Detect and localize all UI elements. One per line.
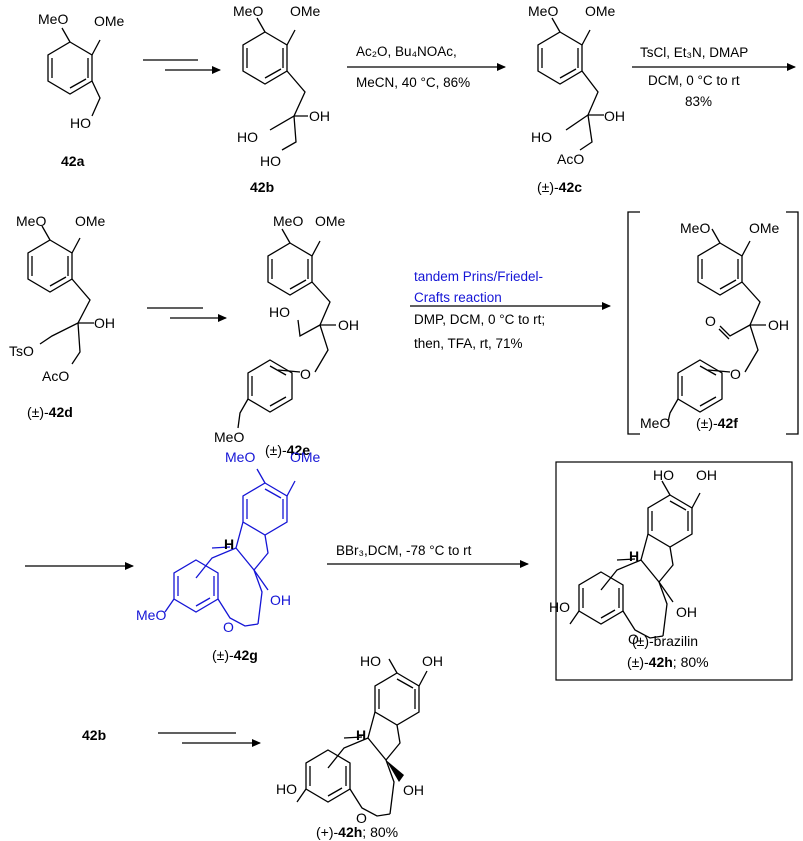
- atom-label: O: [300, 366, 311, 382]
- atom-label: H: [224, 536, 234, 552]
- compound-42h-plus: HO OH H OH O HO (+)-42h; 80%: [276, 653, 443, 840]
- atom-label: MeO: [214, 429, 244, 445]
- atom-label: OH: [403, 782, 424, 798]
- atom-label: HO: [70, 115, 91, 131]
- atom-label: OH: [270, 592, 291, 608]
- reagent-text: BBr₃,DCM, -78 °C to rt: [336, 543, 472, 558]
- compound-42d: MeO OMe OH TsO AcO (±)-42d: [9, 213, 115, 420]
- compound-label-42a: 42a: [61, 153, 85, 169]
- atom-label: MeO: [136, 607, 166, 623]
- atom-label: H: [629, 548, 639, 564]
- atom-label: OH: [338, 317, 359, 333]
- reagent-text: MeCN, 40 °C, 86%: [356, 75, 470, 90]
- reaction-name: tandem Prins/Friedel-: [414, 269, 543, 284]
- compound-label-42b-start: 42b: [82, 727, 106, 743]
- atom-label: OH: [676, 604, 697, 620]
- atom-label: HO: [276, 781, 297, 797]
- atom-label: MeO: [225, 449, 255, 465]
- atom-label: OH: [94, 315, 115, 331]
- reagent-text: then, TFA, rt, 71%: [414, 336, 523, 351]
- atom-label: HO: [237, 129, 258, 145]
- atom-label: OMe: [315, 213, 346, 229]
- reaction-arrow-1: [143, 59, 221, 74]
- compound-label-42b: 42b: [250, 179, 274, 195]
- atom-label: MeO: [640, 415, 670, 431]
- reaction-arrow-3: TsCl, Et₃N, DMAP DCM, 0 °C to rt 83%: [632, 45, 796, 109]
- atom-label: MeO: [273, 213, 303, 229]
- reaction-arrow-2: Ac₂O, Bu₄NOAc, MeCN, 40 °C, 86%: [347, 44, 506, 90]
- atom-label: HO: [653, 467, 674, 483]
- atom-label: MeO: [680, 220, 710, 236]
- atom-label: AcO: [42, 368, 69, 384]
- compound-brazilin: HO OH H OH O HO (±)-brazilin (±)-42h; 80…: [549, 461, 793, 681]
- atom-label: OMe: [585, 3, 616, 19]
- highlight-box: [555, 461, 793, 681]
- atom-label: MeO: [528, 3, 558, 19]
- compound-label-42h-plus: (+)-42h; 80%: [316, 824, 398, 840]
- compound-42b: MeO OMe OH HO HO 42b: [233, 3, 330, 195]
- atom-label: OH: [604, 108, 625, 124]
- atom-label: OH: [696, 467, 717, 483]
- atom-label: O: [356, 810, 367, 826]
- reagent-text: Ac₂O, Bu₄NOAc,: [356, 44, 457, 59]
- compound-42f: MeO OMe OH O O MeO (±)-42f: [627, 211, 799, 435]
- bottom-route: 42b: [82, 727, 261, 747]
- compound-label-42f: (±)-42f: [696, 415, 738, 431]
- right-bracket: [786, 211, 799, 435]
- atom-label: MeO: [233, 3, 263, 19]
- atom-label: HO: [360, 653, 381, 669]
- compound-42g: MeO OMe H OH O MeO (±)-42g: [136, 449, 321, 663]
- compound-label-42e: (±)-42e: [265, 442, 310, 458]
- atom-label: H: [356, 727, 366, 743]
- reagent-text: DMP, DCM, 0 °C to rt;: [414, 312, 545, 327]
- atom-label: TsO: [9, 343, 34, 359]
- atom-label: HO: [549, 599, 570, 615]
- atom-label: HO: [269, 304, 290, 320]
- compound-label-42h: (±)-42h; 80%: [627, 654, 709, 670]
- atom-label: O: [730, 366, 741, 382]
- atom-label: OMe: [290, 449, 321, 465]
- atom-label: HO: [260, 153, 281, 169]
- compound-42e: MeO OMe OH HO O MeO (±)-42e: [214, 213, 359, 458]
- atom-label: MeO: [38, 11, 68, 27]
- atom-label: OMe: [290, 3, 321, 19]
- atom-label: OMe: [749, 220, 780, 236]
- atom-label: AcO: [557, 151, 584, 167]
- atom-label: OH: [309, 108, 330, 124]
- reaction-arrow-5: tandem Prins/Friedel- Crafts reaction DM…: [410, 269, 611, 351]
- atom-label: HO: [531, 129, 552, 145]
- reagent-text: 83%: [685, 94, 712, 109]
- atom-label: MeO: [16, 213, 46, 229]
- compound-42a: MeO OMe HO 42a: [38, 11, 125, 169]
- compound-label-42g: (±)-42g: [212, 647, 258, 663]
- atom-label: OH: [422, 653, 443, 669]
- compound-label-42d: (±)-42d: [27, 404, 73, 420]
- atom-label: O: [628, 631, 639, 647]
- atom-label: OMe: [94, 13, 125, 29]
- reagent-text: DCM, 0 °C to rt: [648, 73, 740, 88]
- compound-label-42c: (±)-42c: [537, 179, 582, 195]
- atom-label: OH: [768, 317, 789, 333]
- compound-label-brazilin: (±)-brazilin: [632, 633, 698, 649]
- atom-label: O: [223, 619, 234, 635]
- reagent-text: TsCl, Et₃N, DMAP: [640, 45, 748, 60]
- reaction-name: Crafts reaction: [414, 290, 502, 305]
- compound-42c: MeO OMe OH HO AcO (±)-42c: [528, 3, 625, 195]
- atom-label: O: [705, 313, 716, 329]
- reaction-arrow-4: [147, 307, 227, 322]
- reaction-arrow-7: BBr₃,DCM, -78 °C to rt: [327, 543, 529, 568]
- left-bracket: [627, 211, 640, 435]
- atom-label: OMe: [75, 213, 106, 229]
